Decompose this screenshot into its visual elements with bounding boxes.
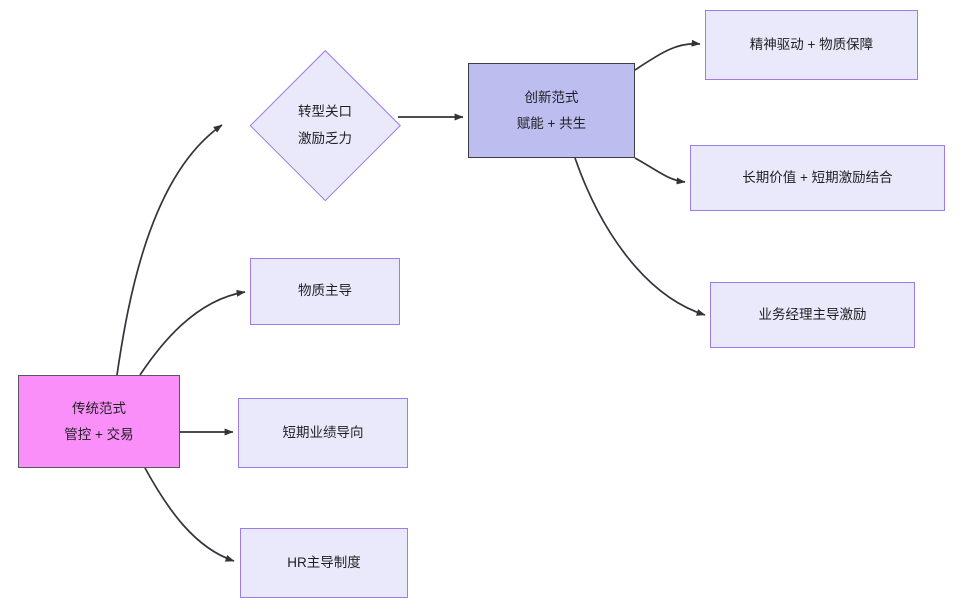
node-material-led[interactable]: 物质主导 [250,258,400,325]
edge-innovation-to-manager-led-incentive [574,157,706,316]
node-label-line: 业务经理主导激励 [758,306,867,322]
node-label-line: 传统范式 [72,401,126,416]
node-long-plus-short[interactable]: 长期价值 + 短期激励结合 [690,145,945,211]
node-label-line: 转型关口 [298,103,352,119]
node-traditional[interactable]: 传统范式管控 + 交易 [18,375,180,468]
node-label-line: 激励乏力 [298,131,352,146]
node-spirit-plus-material[interactable]: 精神驱动 + 物质保障 [705,10,918,80]
edge-paths [116,39,706,562]
node-label-line: HR主导制度 [287,554,361,570]
edge-innovation-to-long-plus-short [634,157,686,185]
edge-traditional-to-turning-point [116,124,223,376]
edge-traditional-to-material-led [139,289,246,376]
node-label-line: 物质主导 [298,283,352,299]
node-label-line: 赋能 + 共生 [516,115,587,131]
node-innovation[interactable]: 创新范式赋能 + 共生 [468,63,635,158]
node-short-term-perf[interactable]: 短期业绩导向 [238,398,408,468]
edge-traditional-to-hr-led-system [144,467,235,562]
node-label-group: 转型关口激励乏力 [253,35,397,215]
node-label-line: 短期业绩导向 [282,424,364,440]
node-label-line: 长期价值 + 短期激励结合 [742,169,893,185]
node-label-line: 创新范式 [524,90,579,105]
node-manager-led-incentive[interactable]: 业务经理主导激励 [710,282,915,348]
edge-innovation-to-spirit-plus-material [634,39,701,71]
node-label-line: 管控 + 交易 [64,426,134,442]
node-turning-point[interactable]: 转型关口激励乏力 [249,35,401,215]
node-label-line: 精神驱动 + 物质保障 [749,36,874,52]
node-hr-led-system[interactable]: HR主导制度 [240,528,408,598]
